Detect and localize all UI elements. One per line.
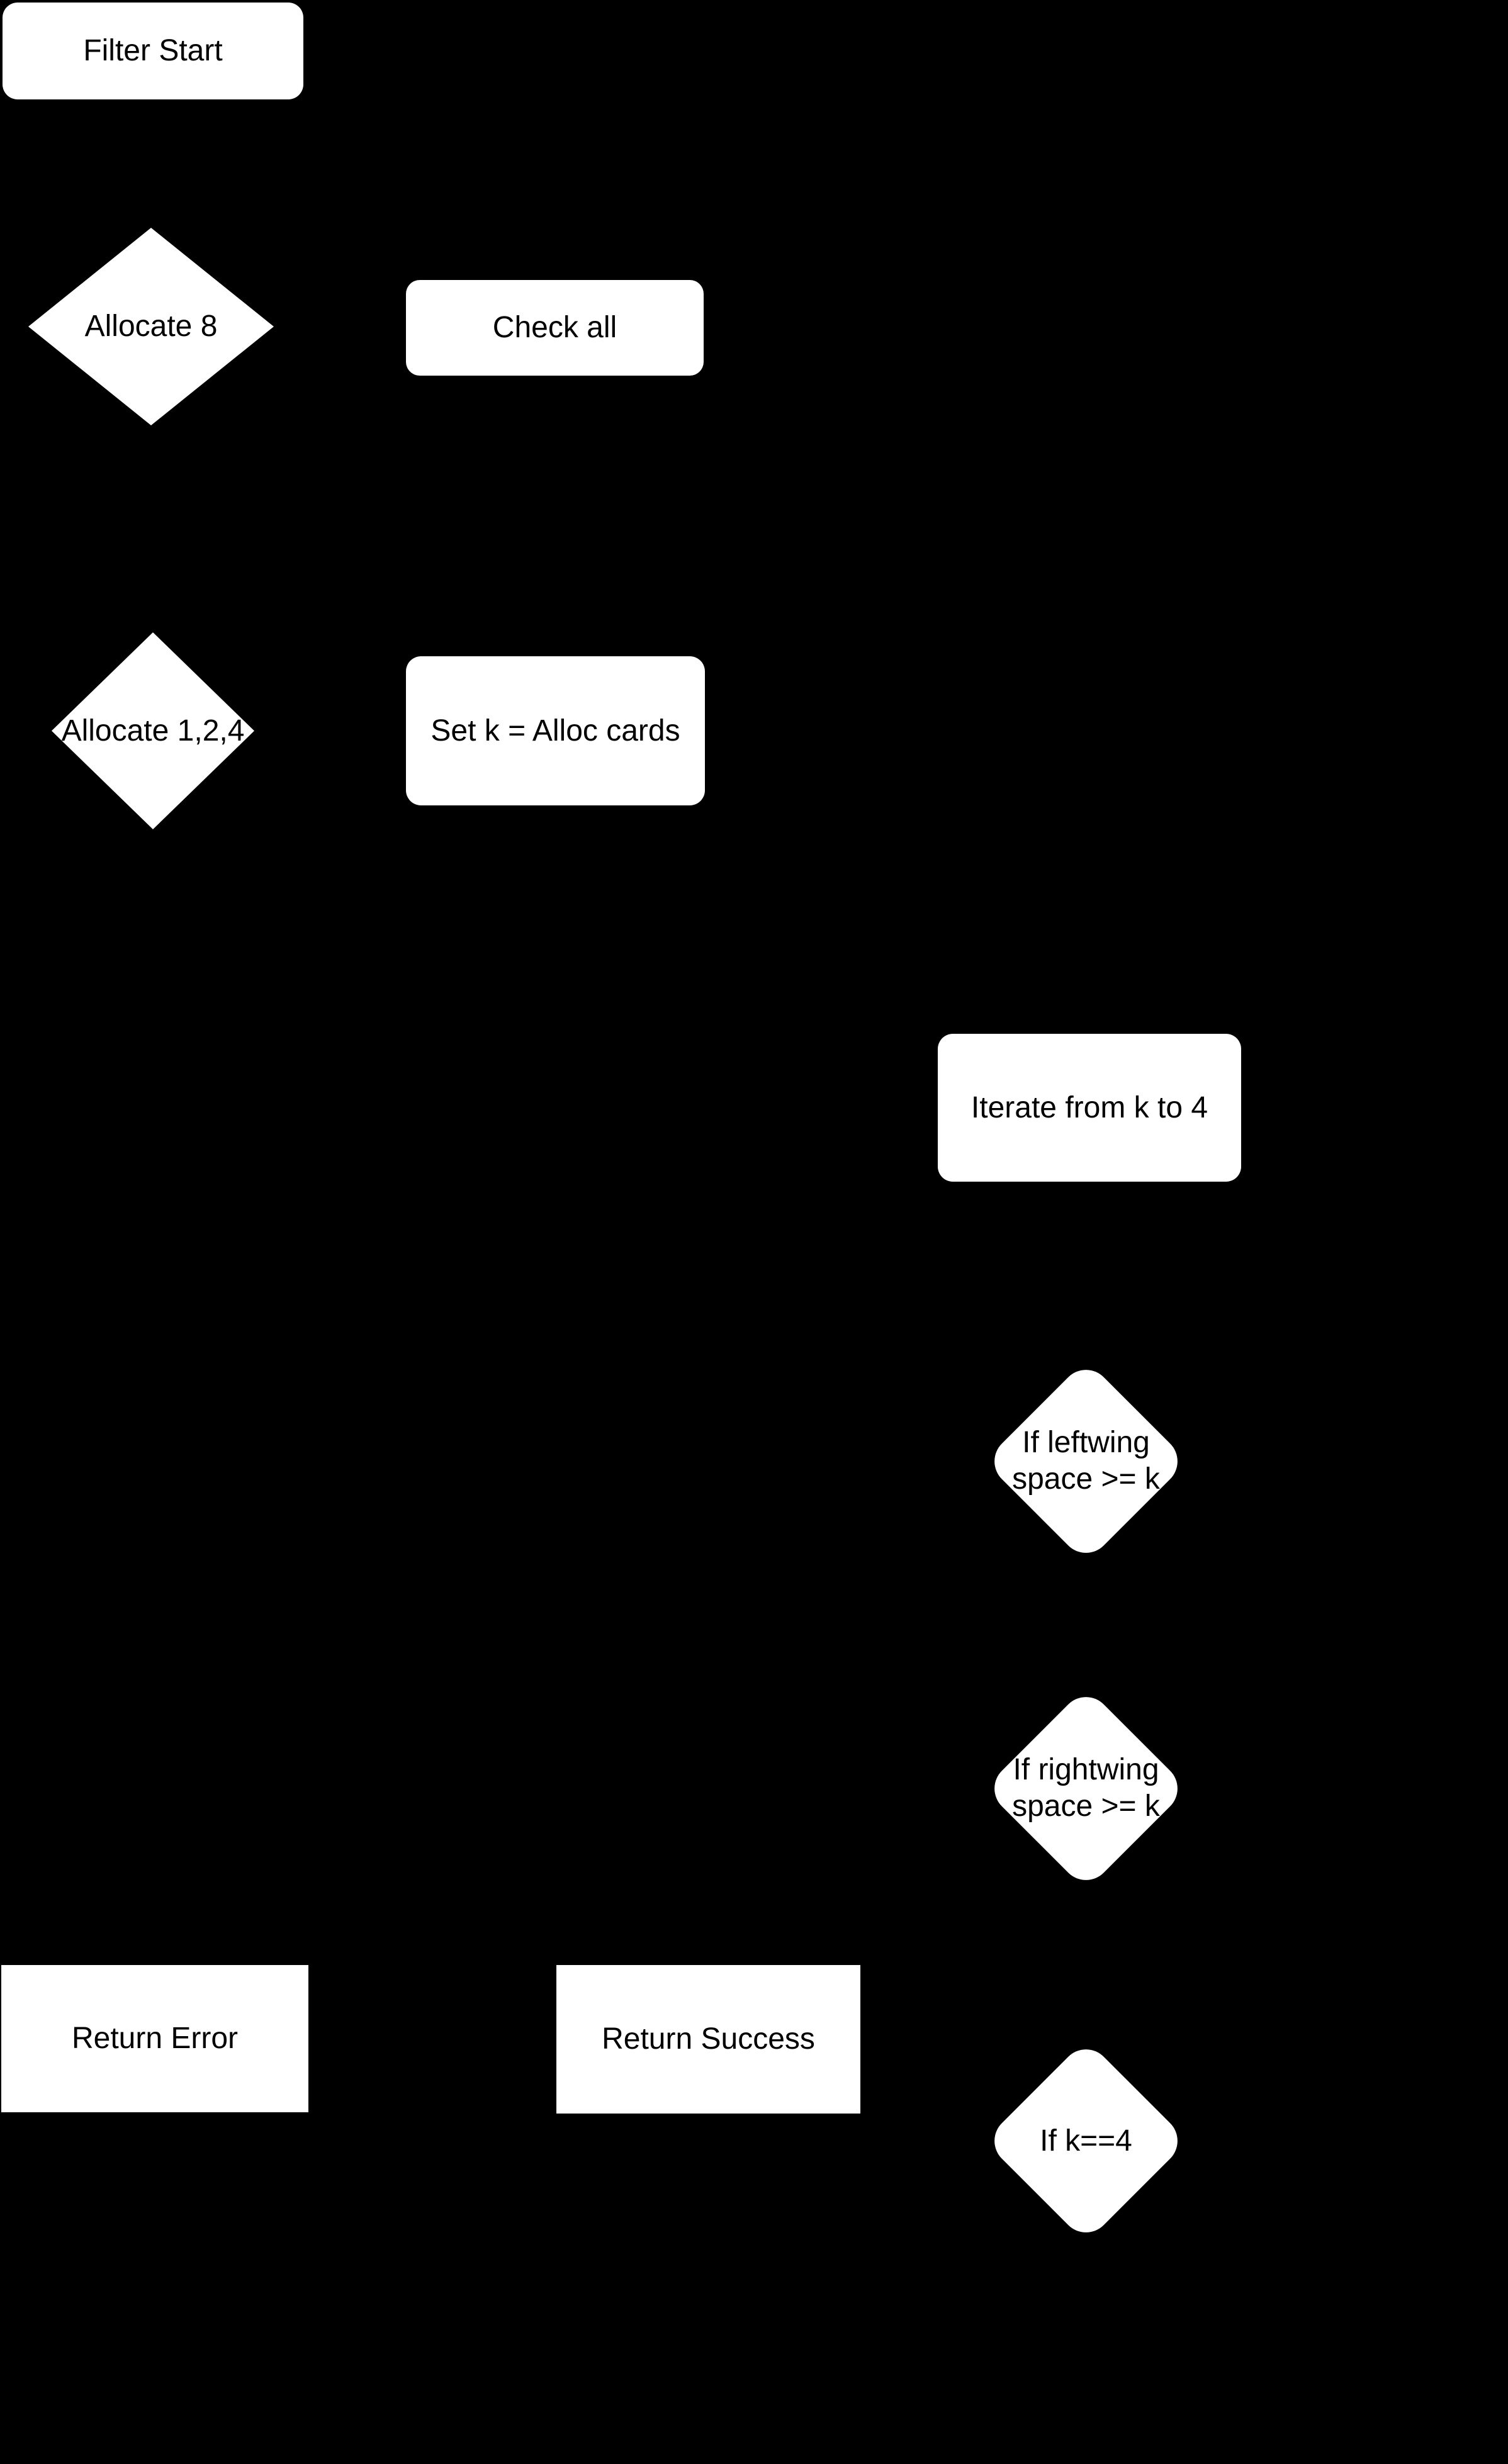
- node-return-error: Return Error: [1, 1965, 308, 2112]
- node-set-k: Set k = Alloc cards: [406, 656, 705, 805]
- label-line: space >= k: [1012, 1462, 1160, 1496]
- node-label: Allocate 8: [84, 310, 218, 344]
- node-if-rightwing-space: If rightwing space >= k: [984, 1686, 1188, 1890]
- node-label: Check all: [492, 311, 617, 345]
- label-line: If rightwing: [1013, 1753, 1159, 1787]
- node-label: Iterate from k to 4: [971, 1090, 1208, 1124]
- node-label: Filter Start: [83, 34, 223, 68]
- node-allocate-8: Allocate 8: [28, 228, 274, 425]
- node-iterate-from-k-to-4: Iterate from k to 4: [938, 1034, 1241, 1182]
- node-label: Return Error: [71, 2022, 239, 2056]
- label-line: If k==4: [1040, 2124, 1132, 2158]
- node-label: If k==4: [1040, 2123, 1132, 2159]
- node-return-success: Return Success: [556, 1965, 860, 2114]
- node-if-k-equals-4: If k==4: [984, 2039, 1188, 2243]
- label-line: space >= k: [1012, 1789, 1160, 1823]
- node-label: If leftwing space >= k: [1012, 1425, 1160, 1497]
- node-if-leftwing-space: If leftwing space >= k: [984, 1359, 1188, 1563]
- node-label: Return Success: [602, 2022, 815, 2056]
- node-filter-start: Filter Start: [3, 3, 303, 99]
- node-check-all: Check all: [406, 280, 704, 376]
- node-allocate-1-2-4: Allocate 1,2,4: [52, 632, 254, 829]
- node-label: If rightwing space >= k: [1012, 1752, 1160, 1824]
- node-label: Set k = Alloc cards: [430, 714, 680, 748]
- label-line: If leftwing: [1022, 1426, 1150, 1460]
- node-label: Allocate 1,2,4: [61, 714, 245, 748]
